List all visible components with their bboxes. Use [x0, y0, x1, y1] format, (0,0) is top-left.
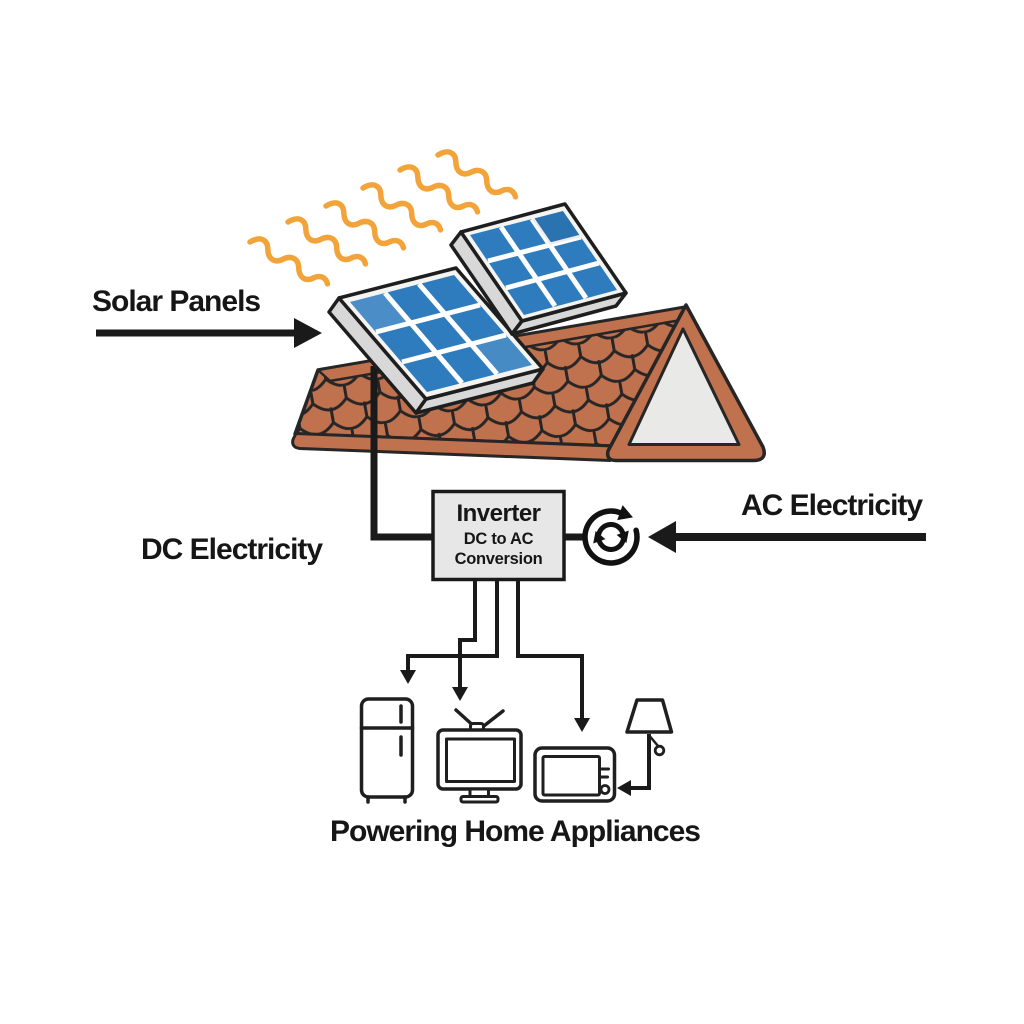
refrigerator-icon: [359, 697, 415, 804]
gable-wall: [627, 327, 741, 446]
arrowhead-left-icon: [648, 521, 676, 553]
dc-electricity-label: DC Electricity: [141, 533, 323, 566]
solar-panel-icon: [449, 202, 628, 336]
dc-wire: [370, 366, 434, 541]
lamp-icon: [625, 698, 674, 757]
appliance-arrowheads: [400, 670, 631, 796]
appliance-wires: [406, 580, 651, 790]
arrowhead-down-icon: [574, 718, 590, 732]
sun-rays-icon: [247, 149, 519, 287]
arrowhead-left-icon: [617, 780, 631, 796]
microwave-icon: [533, 746, 617, 803]
solar-panels-arrow: [96, 318, 322, 348]
conversion-cycle-icon: [563, 505, 640, 566]
inverter-subtitle-line1: DC to AC: [463, 530, 534, 548]
powering-home-appliances-label: Powering Home Appliances: [330, 815, 701, 848]
arrowhead-down-icon: [452, 687, 468, 701]
ac-electricity-arrow: [648, 521, 926, 553]
inverter-title: Inverter: [456, 500, 541, 527]
solar-panel-icon: [327, 266, 545, 415]
arrowhead-right-icon: [294, 318, 322, 348]
inverter-subtitle-line2: Conversion: [454, 550, 543, 568]
tv-icon: [436, 708, 523, 804]
arrowhead-down-icon: [400, 670, 416, 684]
solar-panels-label: Solar Panels: [92, 285, 261, 318]
ac-electricity-label: AC Electricity: [741, 489, 923, 522]
inverter-box: [431, 489, 566, 582]
